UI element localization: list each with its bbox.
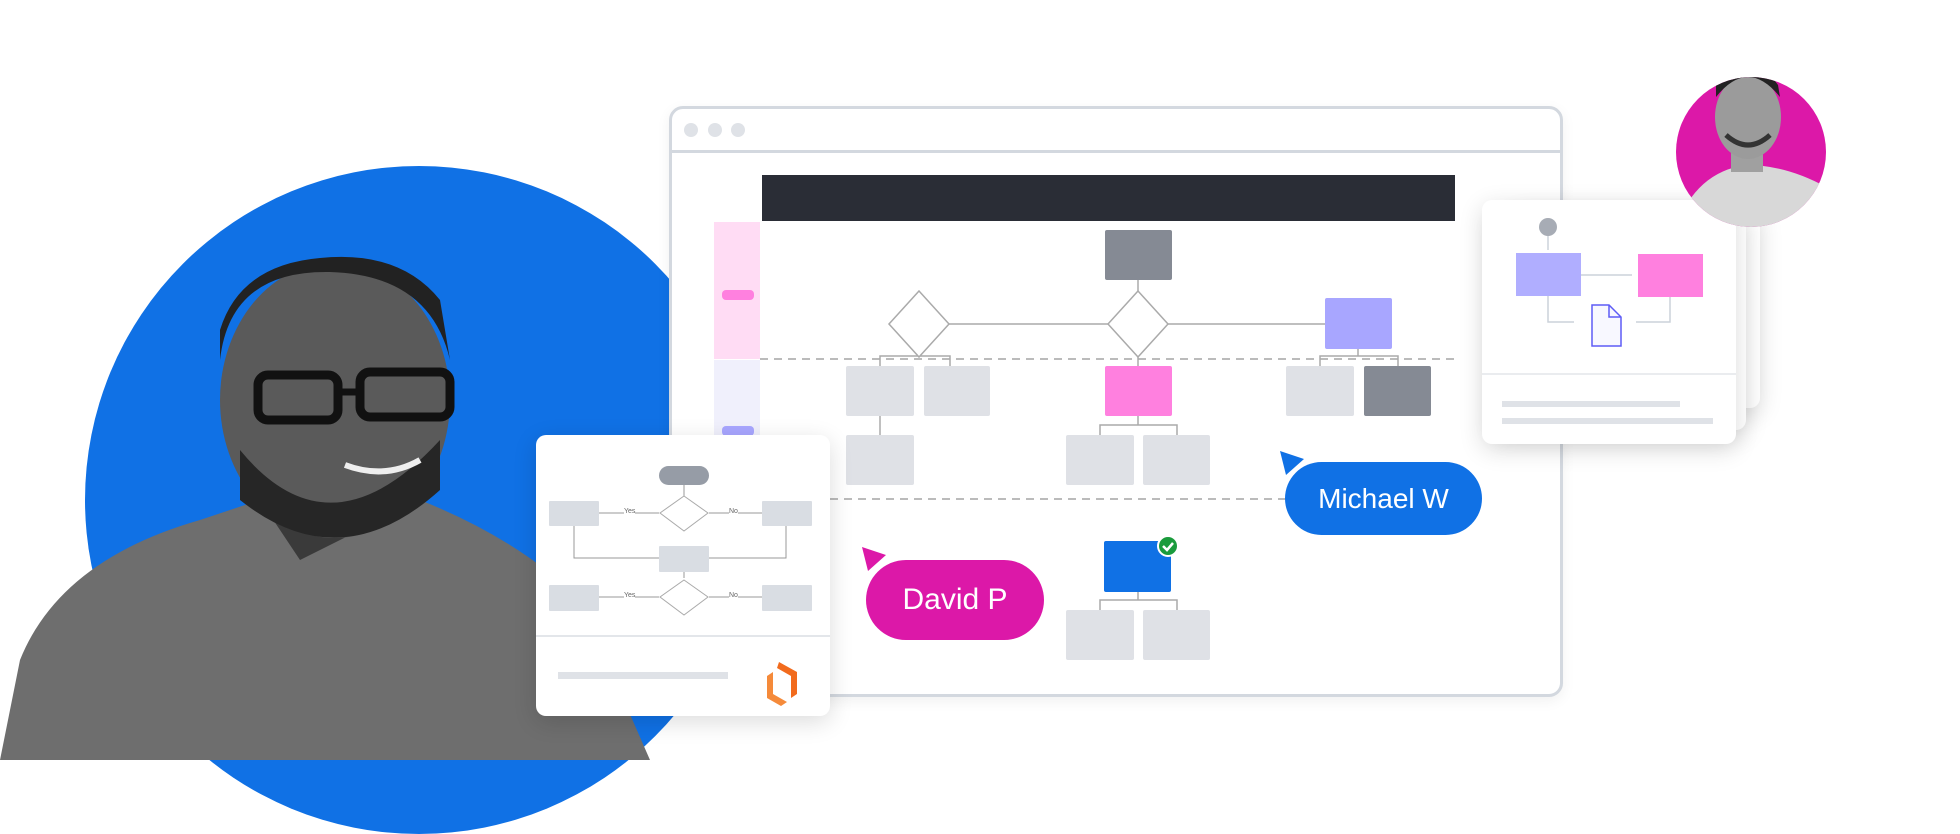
swimlane-header-bar [762, 175, 1455, 221]
swimlane-pill-pink [722, 290, 754, 300]
swimlane-pill-lavender [722, 426, 754, 436]
lucid-logo-icon [767, 662, 797, 706]
window-dot-icon[interactable] [708, 123, 722, 137]
process-thumbnail [1482, 218, 1736, 424]
collaborator-pill-david: David P [866, 560, 1044, 640]
avatar-collaborator [1676, 77, 1826, 227]
process-box-gray[interactable] [1105, 230, 1172, 280]
yes-label: Yes [624, 508, 636, 515]
main-diagram [714, 175, 1455, 660]
collaborator-name: David P [902, 583, 1008, 616]
window-dot-icon[interactable] [684, 123, 698, 137]
process-box-purple[interactable] [1325, 298, 1392, 349]
collaborator-name: Michael W [1318, 482, 1449, 514]
document-icon [1591, 304, 1622, 347]
no-label: No [729, 508, 738, 515]
process-box-blue-selected[interactable] [1104, 541, 1171, 592]
process-boxes-light[interactable] [846, 366, 1354, 660]
no-label: No [729, 592, 738, 599]
process-template-card[interactable] [1482, 200, 1736, 444]
decision-diamond[interactable] [1106, 289, 1170, 359]
flowchart-thumbnail [536, 466, 830, 679]
window-titlebar [672, 109, 1560, 153]
person-photo-left [0, 256, 650, 760]
process-box-pink[interactable] [1105, 366, 1172, 416]
process-box-dark[interactable] [1364, 366, 1431, 416]
collaborator-pill-michael: Michael W [1285, 462, 1482, 535]
connectors [879, 280, 1399, 610]
cursor-icon [1280, 451, 1304, 475]
decision-diamond[interactable] [887, 289, 951, 359]
flowchart-template-card[interactable]: Yes No Yes No [536, 435, 830, 716]
cursor-icon [862, 547, 886, 571]
window-dot-icon[interactable] [731, 123, 745, 137]
check-circle-icon [1157, 535, 1179, 557]
yes-label: Yes [624, 592, 636, 599]
